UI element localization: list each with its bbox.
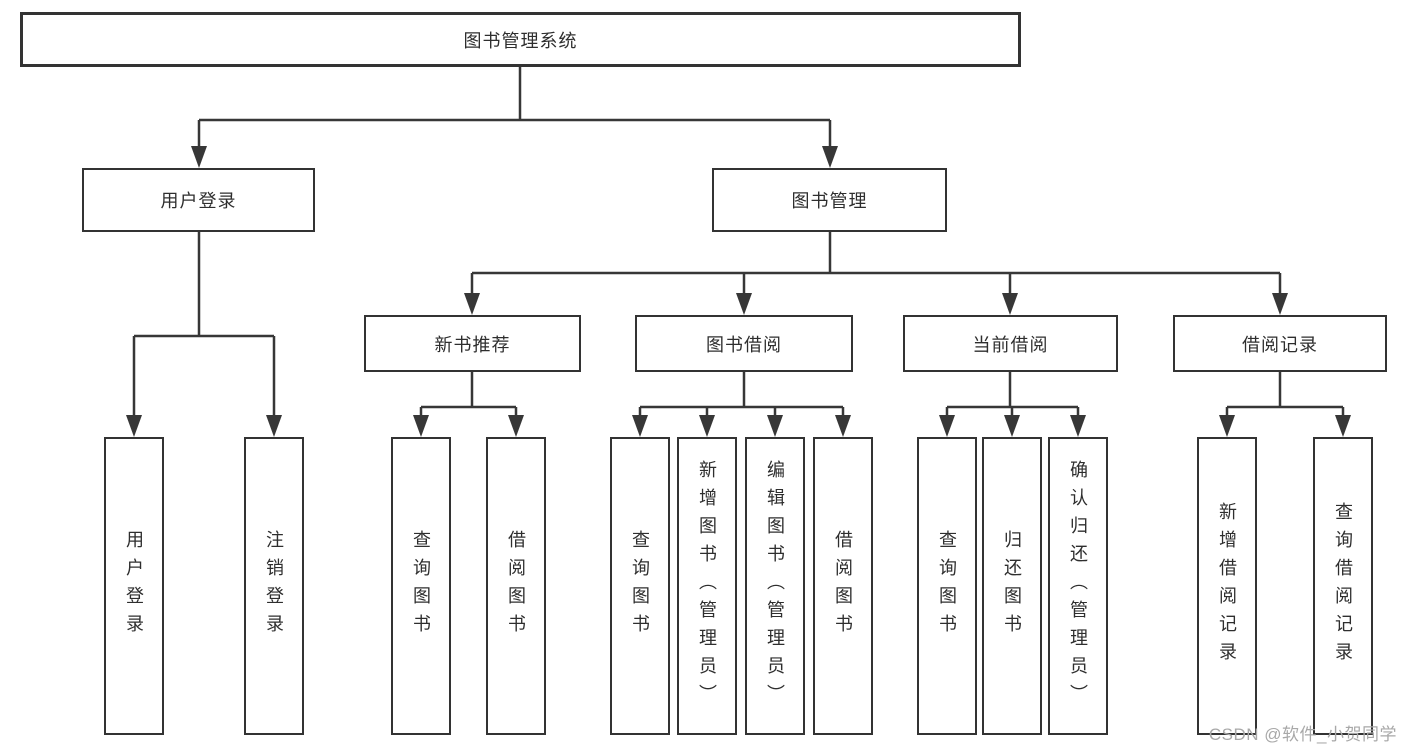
node-user-login: 用户登录 — [82, 168, 315, 232]
node-leaf-bb-borrow-book: 借阅图书 — [813, 437, 873, 735]
node-current-borrow: 当前借阅 — [903, 315, 1118, 372]
node-leaf-bb-query-book: 查询图书 — [610, 437, 670, 735]
node-book-borrow: 图书借阅 — [635, 315, 853, 372]
node-new-book-recommend: 新书推荐 — [364, 315, 581, 372]
node-leaf-cb-return-book: 归还图书 — [982, 437, 1042, 735]
node-borrow-records: 借阅记录 — [1173, 315, 1387, 372]
csdn-watermark: CSDN @软件_小贺同学 — [1208, 725, 1397, 744]
node-leaf-cb-query-book: 查询图书 — [917, 437, 977, 735]
node-book-management: 图书管理 — [712, 168, 947, 232]
connector-segments — [132, 67, 1345, 433]
node-root-system: 图书管理系统 — [20, 12, 1021, 67]
node-leaf-br-query-record: 查询借阅记录 — [1313, 437, 1373, 735]
node-leaf-user-login: 用户登录 — [104, 437, 164, 735]
arrowheads — [126, 146, 1351, 437]
node-leaf-logout: 注销登录 — [244, 437, 304, 735]
node-leaf-bb-edit-book-admin: 编辑图书（管理员） — [745, 437, 805, 735]
node-leaf-rec-borrow-book: 借阅图书 — [486, 437, 546, 735]
node-leaf-bb-add-book-admin: 新增图书（管理员） — [677, 437, 737, 735]
node-leaf-rec-query-book: 查询图书 — [391, 437, 451, 735]
node-leaf-br-add-record: 新增借阅记录 — [1197, 437, 1257, 735]
node-leaf-cb-confirm-return-admin: 确认归还（管理员） — [1048, 437, 1108, 735]
